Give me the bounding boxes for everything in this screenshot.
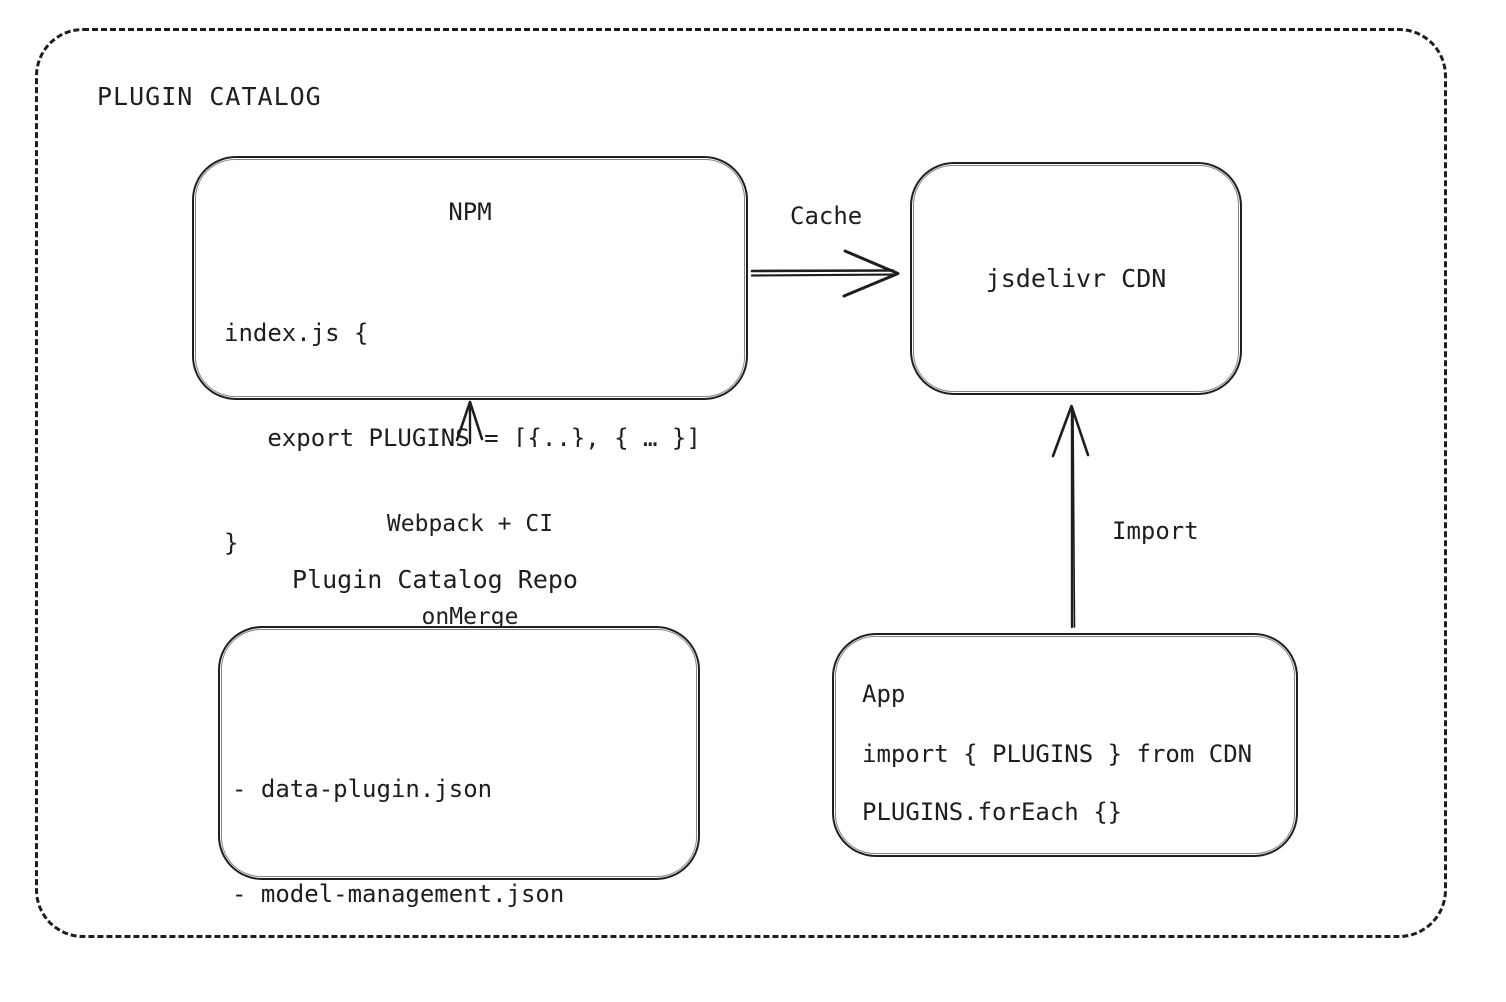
app-node: App import { PLUGINS } from CDN PLUGINS.…: [832, 633, 1298, 857]
plugin-catalog-frame: [35, 28, 1447, 938]
npm-code-line: index.js {: [224, 319, 369, 347]
app-code-line: import { PLUGINS } from CDN: [862, 740, 1253, 768]
repo-file-list: - data-plugin.json - model-management.js…: [232, 702, 564, 1002]
repo-node-title: Plugin Catalog Repo: [292, 565, 578, 594]
cache-edge-label: Cache: [790, 202, 863, 230]
diagram-title: PLUGIN CATALOG: [97, 82, 322, 111]
build-edge-label-line2: onMerge: [421, 604, 519, 630]
npm-code-line: }: [224, 529, 239, 557]
build-edge-label-line1: Webpack + CI: [386, 511, 554, 537]
repo-file-item: - model-management.json: [232, 880, 565, 908]
repo-file-item: - data-plugin.json: [232, 775, 493, 803]
repo-file-item: …: [232, 985, 247, 1002]
npm-node: NPM index.js { export PLUGINS = [{..}, {…: [192, 156, 748, 557]
app-code-line: PLUGINS.forEach {}: [862, 798, 1123, 826]
cdn-node: jsdelivr CDN: [910, 162, 1242, 395]
cdn-node-label: jsdelivr CDN: [985, 264, 1167, 293]
app-node-title: App: [862, 680, 906, 708]
import-edge-label: Import: [1112, 517, 1199, 545]
npm-node-title: NPM: [448, 198, 492, 226]
repo-node: - data-plugin.json - model-management.js…: [218, 626, 700, 1002]
